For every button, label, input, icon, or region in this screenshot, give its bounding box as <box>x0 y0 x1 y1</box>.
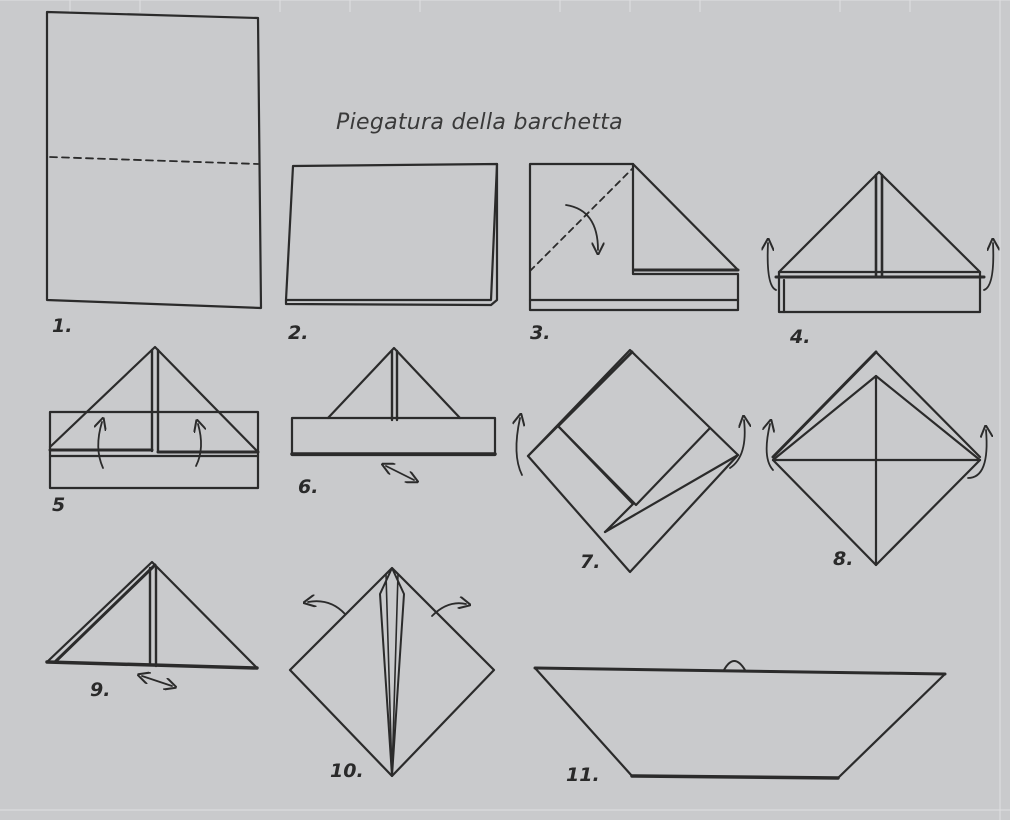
step-1-label: 1. <box>52 315 72 337</box>
diagram-title: Piegatura della barchetta <box>336 110 623 135</box>
step-10-label: 10. <box>330 760 364 782</box>
step-6-label: 6. <box>298 476 318 498</box>
step-2-label: 2. <box>288 322 308 344</box>
step-8-label: 8. <box>833 548 853 570</box>
step-3-label: 3. <box>530 322 550 344</box>
step-11-label: 11. <box>566 764 600 786</box>
step-9-label: 9. <box>90 679 110 701</box>
step-4-label: 4. <box>790 326 810 348</box>
step-5-label: 5 <box>52 494 65 516</box>
step-7-label: 7. <box>580 551 600 573</box>
